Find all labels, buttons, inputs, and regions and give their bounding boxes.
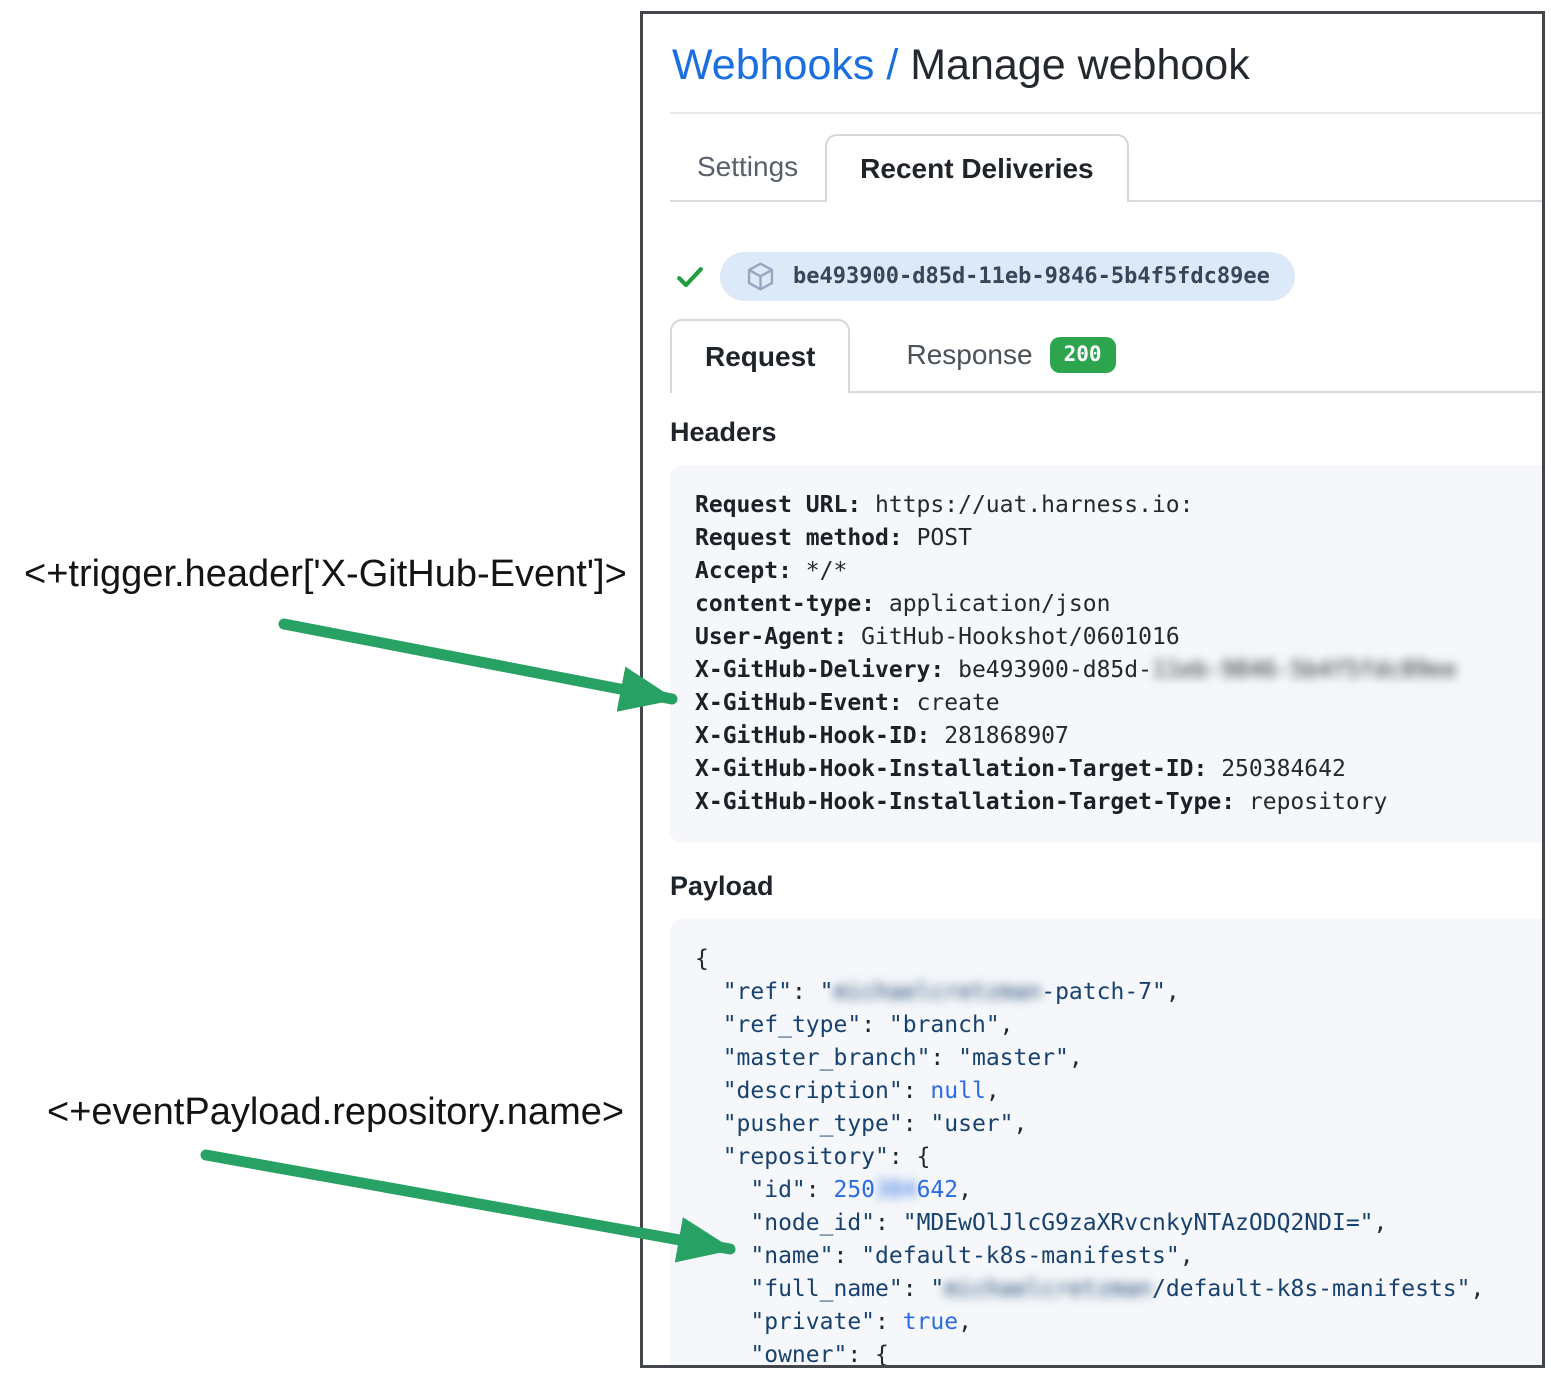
payload-line: "private": true,: [750, 1309, 972, 1335]
header-line: Request method: POST: [695, 525, 972, 551]
payload-line: "ref": "michaelcretzman-patch-7",: [722, 979, 1180, 1005]
webhook-panel: Webhooks / Manage webhook Settings Recen…: [640, 11, 1545, 1368]
webhooks-breadcrumb-link[interactable]: Webhooks /: [672, 41, 899, 89]
delivery-guid: be493900-d85d-11eb-9846-5b4f5fdc89ee: [793, 264, 1270, 289]
payload-line: "name": "default-k8s-manifests",: [750, 1243, 1194, 1269]
header-line: User-Agent: GitHub-Hookshot/0601016: [695, 624, 1180, 650]
payload-line: "node_id": "MDEwOlJlcG9zaXRvcnkyNTAzODQ2…: [750, 1210, 1388, 1236]
payload-heading: Payload: [670, 871, 774, 901]
headers-code-block: Request URL: https://uat.harness.io: Requ…: [670, 465, 1542, 843]
page-title-text: Manage webhook: [910, 41, 1250, 89]
header-line: X-GitHub-Hook-ID: 281868907: [695, 723, 1069, 749]
header-line: X-GitHub-Hook-Installation-Target-ID: 25…: [695, 756, 1346, 782]
header-line: X-GitHub-Hook-Installation-Target-Type: …: [695, 789, 1388, 815]
payload-line: "description": null,: [722, 1078, 1000, 1104]
title-divider: [670, 112, 1542, 114]
headers-heading: Headers: [670, 417, 777, 447]
delivery-row: be493900-d85d-11eb-9846-5b4f5fdc89ee: [674, 252, 1542, 301]
header-line: X-GitHub-Delivery: be493900-d85d-11eb-98…: [695, 657, 1457, 683]
header-line: X-GitHub-Event: create: [695, 690, 1000, 716]
payload-line: "full_name": "michaelcretzman/default-k8…: [750, 1276, 1485, 1302]
delivery-guid-pill[interactable]: be493900-d85d-11eb-9846-5b4f5fdc89ee: [720, 252, 1295, 301]
tab-request[interactable]: Request: [670, 319, 851, 393]
payload-line: "master_branch": "master",: [722, 1045, 1083, 1071]
tab-settings[interactable]: Settings: [697, 151, 799, 182]
payload-code-block: { "ref": "michaelcretzman-patch-7", "ref…: [670, 919, 1542, 1368]
webhook-tabnav: Settings Recent Deliveries: [670, 134, 1542, 202]
header-line: Accept: */*: [695, 558, 848, 584]
tab-response[interactable]: Response 200: [879, 319, 1142, 391]
payload-line: {: [695, 946, 709, 972]
tab-recent-deliveries[interactable]: Recent Deliveries: [825, 134, 1129, 202]
header-line: content-type: application/json: [695, 591, 1111, 617]
payload-line: "id": 250384642,: [750, 1177, 972, 1203]
payload-line: "owner": {: [750, 1342, 889, 1368]
annotation-trigger-expression: <+trigger.header['X-GitHub-Event']>: [24, 553, 627, 595]
payload-line: "pusher_type": "user",: [722, 1111, 1028, 1137]
response-status-badge: 200: [1049, 337, 1116, 373]
request-response-tabnav: Request Response 200: [670, 319, 1542, 393]
check-icon: [674, 261, 706, 293]
annotation-payload-expression: <+eventPayload.repository.name>: [47, 1091, 625, 1133]
payload-line: "ref_type": "branch",: [722, 1012, 1014, 1038]
package-icon: [745, 261, 776, 292]
arrow-to-github-event: [278, 618, 678, 712]
header-line: Request URL: https://uat.harness.io:: [695, 492, 1194, 518]
page-title: Webhooks / Manage webhook: [672, 40, 1542, 90]
payload-line: "repository": {: [722, 1144, 931, 1170]
tab-response-label: Response: [906, 339, 1033, 370]
